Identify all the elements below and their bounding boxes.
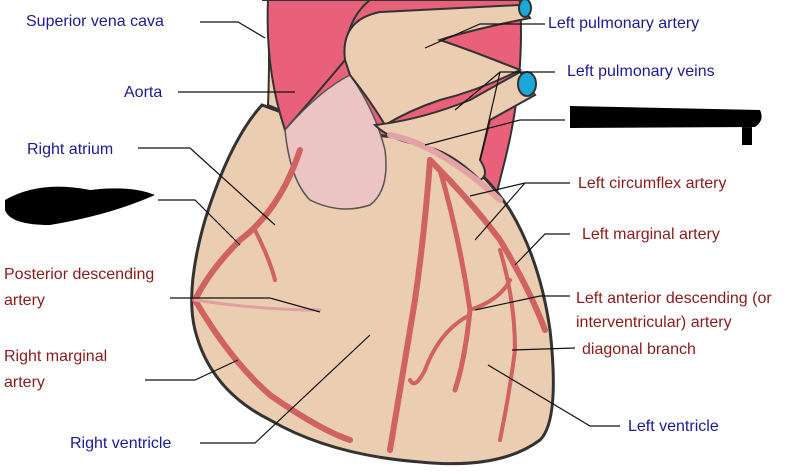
label-left-anterior-descending-artery: Left anterior descending (or interventri…	[576, 290, 772, 331]
coronary-arteries	[191, 132, 548, 453]
redaction-right	[570, 106, 762, 145]
label-diagonal-branch: diagonal branch	[582, 341, 696, 358]
leader-lines	[138, 21, 620, 444]
label-right-marginal-artery: Right marginal artery	[4, 348, 108, 391]
pulmonary-trunk	[284, 74, 387, 210]
label-left-marginal-artery: Left marginal artery	[582, 226, 720, 243]
label-posterior-descending-artery: Posterior descending artery	[4, 266, 155, 309]
label-left-circumflex-artery: Left circumflex artery	[578, 175, 727, 192]
label-left-ventricle: Left ventricle	[628, 418, 719, 435]
label-right-ventricle: Right ventricle	[70, 435, 172, 452]
aorta	[266, 0, 372, 132]
label-right-atrium: Right atrium	[27, 141, 114, 158]
redaction-left	[5, 186, 155, 225]
pulmonary-vein-lumen	[517, 71, 537, 97]
pulmonary-artery-lumen	[518, 0, 532, 18]
label-left-pulmonary-veins: Left pulmonary veins	[567, 63, 715, 80]
label-left-pulmonary-artery: Left pulmonary artery	[548, 15, 700, 32]
label-aorta: Aorta	[124, 84, 163, 101]
label-superior-vena-cava: Superior vena cava	[26, 13, 164, 30]
